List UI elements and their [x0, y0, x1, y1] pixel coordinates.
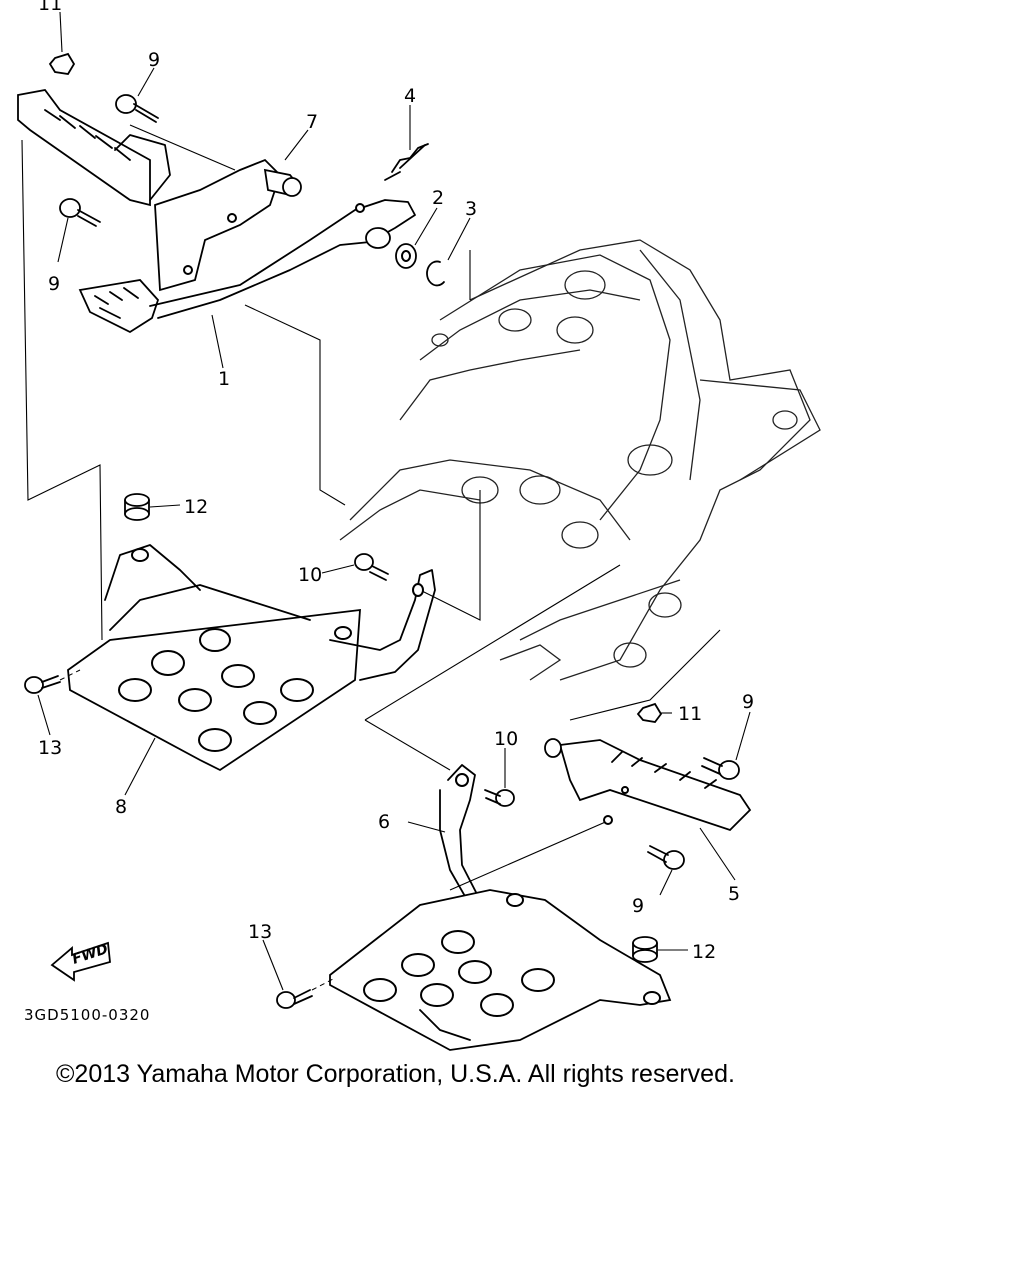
callout-8: 8: [115, 796, 127, 818]
callout-12-right: 12: [692, 941, 716, 963]
brake-pedal-part-1: [78, 199, 416, 334]
callout-3: 3: [465, 198, 477, 220]
callout-13-right: 13: [248, 921, 272, 943]
part-code: 3GD5100-0320: [24, 1006, 150, 1024]
hardware-upper: [48, 52, 445, 287]
callout-10-left: 10: [298, 564, 322, 586]
footrest-bracket-part-7: [154, 158, 302, 292]
callout-5: 5: [728, 883, 740, 905]
footrest-upper-left: [17, 89, 171, 207]
callout-9-top: 9: [148, 49, 160, 71]
step-plate-part-8: [24, 493, 436, 772]
callout-12-left: 12: [184, 496, 208, 518]
callout-numbers: 11 9 7 4 2 3 9 1 12 10 13 8 11 9 10 6 5 …: [38, 0, 754, 963]
callout-13-left: 13: [38, 737, 62, 759]
frame-chassis: [339, 239, 821, 681]
callout-4: 4: [404, 85, 416, 107]
callout-6: 6: [378, 811, 390, 833]
callout-11-top: 11: [38, 0, 62, 15]
fwd-arrow-icon: FWD: [50, 941, 111, 982]
step-plate-part-6: [276, 764, 672, 1051]
callout-1: 1: [218, 368, 230, 390]
reference-lines: [21, 124, 721, 891]
callout-9-left: 9: [48, 273, 60, 295]
callout-11-right: 11: [678, 703, 702, 725]
callout-9-right-bottom: 9: [632, 895, 644, 917]
footrest-part-5: [544, 702, 752, 870]
callout-10-right: 10: [494, 728, 518, 750]
callout-2: 2: [432, 187, 444, 209]
callout-9-right-top: 9: [742, 691, 754, 713]
copyright-notice: ©2013 Yamaha Motor Corporation, U.S.A. A…: [56, 1060, 735, 1088]
callout-7: 7: [306, 111, 318, 133]
callout-leaders: [37, 11, 751, 991]
